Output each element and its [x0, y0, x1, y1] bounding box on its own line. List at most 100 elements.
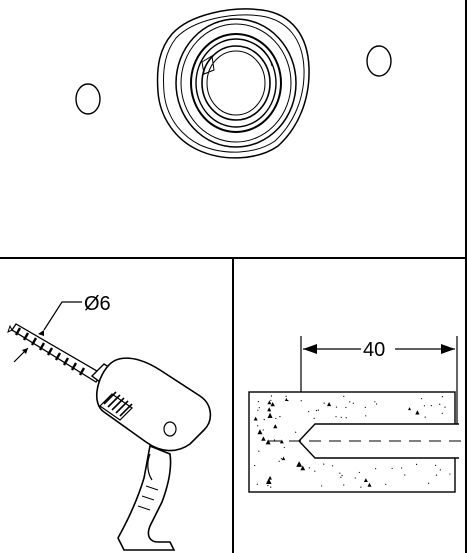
concrete-dot — [439, 403, 441, 405]
concrete-dot — [415, 463, 418, 465]
concrete-aggregate — [273, 424, 278, 429]
drilled-hole-icon — [269, 423, 465, 459]
concrete-dot — [374, 401, 376, 403]
concrete-dot — [375, 468, 377, 470]
concrete-dot — [358, 471, 360, 474]
concrete-aggregate — [363, 478, 368, 483]
concrete-dot — [331, 465, 334, 467]
concrete-dot — [339, 472, 341, 474]
concrete-speckle-texture — [253, 395, 451, 488]
depth-panel: 40 — [233, 258, 467, 553]
concrete-dot — [256, 483, 258, 485]
concrete-dot — [270, 399, 272, 401]
concrete-dot — [314, 470, 316, 472]
concrete-aggregate — [265, 478, 272, 485]
concrete-dot — [335, 406, 338, 408]
concrete-dot — [270, 486, 272, 488]
concrete-dot — [430, 405, 432, 407]
concrete-dot — [340, 476, 342, 478]
concrete-dot — [308, 467, 310, 469]
concrete-aggregate — [267, 400, 272, 405]
mounting-hole-icon — [366, 45, 392, 77]
concrete-dot — [278, 460, 280, 462]
concrete-dot — [385, 483, 387, 485]
concrete-dot — [317, 409, 320, 411]
concrete-dot — [279, 415, 281, 418]
concrete-dot — [365, 415, 367, 417]
concrete-dot — [257, 409, 259, 411]
top-panel-flange-view — [0, 0, 467, 258]
drill-panel: Ø6 — [0, 258, 233, 553]
concrete-aggregate — [279, 439, 284, 444]
concrete-dot — [254, 464, 256, 467]
concrete-aggregate — [265, 439, 271, 445]
concrete-dot — [364, 406, 366, 408]
concrete-aggregate — [267, 407, 272, 412]
drill-diameter-label: Ø6 — [84, 293, 111, 315]
concrete-dot — [270, 395, 273, 397]
concrete-dot — [257, 425, 259, 427]
concrete-dot — [323, 463, 325, 465]
vent-grill — [99, 391, 133, 421]
concrete-dot — [360, 486, 362, 488]
concrete-dot — [283, 446, 285, 449]
concrete-aggregate — [367, 482, 372, 487]
concrete-aggregate — [253, 416, 258, 421]
concrete-dot — [262, 429, 264, 431]
concrete-dot — [435, 464, 437, 466]
concrete-dot — [349, 401, 351, 403]
concrete-dot — [435, 474, 438, 476]
concrete-dot — [343, 395, 345, 397]
concrete-dot — [391, 467, 393, 470]
concrete-dot — [258, 450, 260, 452]
concrete-dot — [441, 396, 443, 398]
concrete-aggregate — [284, 397, 288, 401]
concrete-dot — [444, 406, 446, 408]
concrete-aggregate — [327, 401, 332, 407]
concrete-dot — [449, 473, 451, 475]
concrete-aggregate — [268, 475, 272, 480]
concrete-dot — [401, 467, 403, 469]
concrete-aggregate — [267, 412, 273, 418]
depth-dimension-line — [303, 344, 455, 354]
concrete-dot — [439, 469, 441, 471]
concrete-dot — [275, 417, 277, 420]
mounting-flange-icon — [156, 8, 310, 159]
concrete-dot — [267, 484, 269, 487]
concrete-dot — [340, 416, 342, 418]
concrete-dot — [300, 400, 302, 402]
concrete-dot — [295, 431, 297, 433]
concrete-dot — [258, 407, 260, 409]
concrete-aggregate — [281, 456, 286, 461]
concrete-dot — [335, 416, 337, 418]
concrete-aggregate — [257, 429, 263, 435]
concrete-dot — [280, 458, 282, 460]
concrete-dot — [315, 410, 318, 412]
concrete-dot — [345, 406, 347, 409]
concrete-dot — [323, 402, 325, 404]
concrete-aggregate — [296, 461, 302, 467]
concrete-dot — [257, 400, 260, 403]
drill-icon — [90, 357, 212, 551]
concrete-dot — [263, 419, 265, 421]
drill-switch-icon — [163, 421, 177, 437]
concrete-aggregate — [408, 407, 412, 411]
mounting-hole-icon — [75, 83, 101, 115]
concrete-dot — [352, 402, 354, 404]
concrete-dot — [423, 405, 426, 407]
concrete-dot — [285, 395, 287, 397]
concrete-dot — [298, 462, 300, 464]
concrete-dot — [345, 417, 347, 419]
concrete-dot — [424, 416, 426, 418]
depth-label: 40 — [363, 339, 385, 361]
concrete-dot — [343, 484, 345, 486]
drill-bit-icon — [7, 323, 103, 383]
concrete-dot — [375, 403, 378, 405]
concrete-aggregate — [270, 401, 275, 407]
concrete-dot — [427, 482, 430, 484]
concrete-aggregate — [261, 436, 266, 441]
concrete-dot — [273, 439, 276, 441]
concrete-dot — [354, 477, 356, 479]
concrete-dot — [321, 485, 323, 487]
concrete-dot — [441, 412, 443, 415]
